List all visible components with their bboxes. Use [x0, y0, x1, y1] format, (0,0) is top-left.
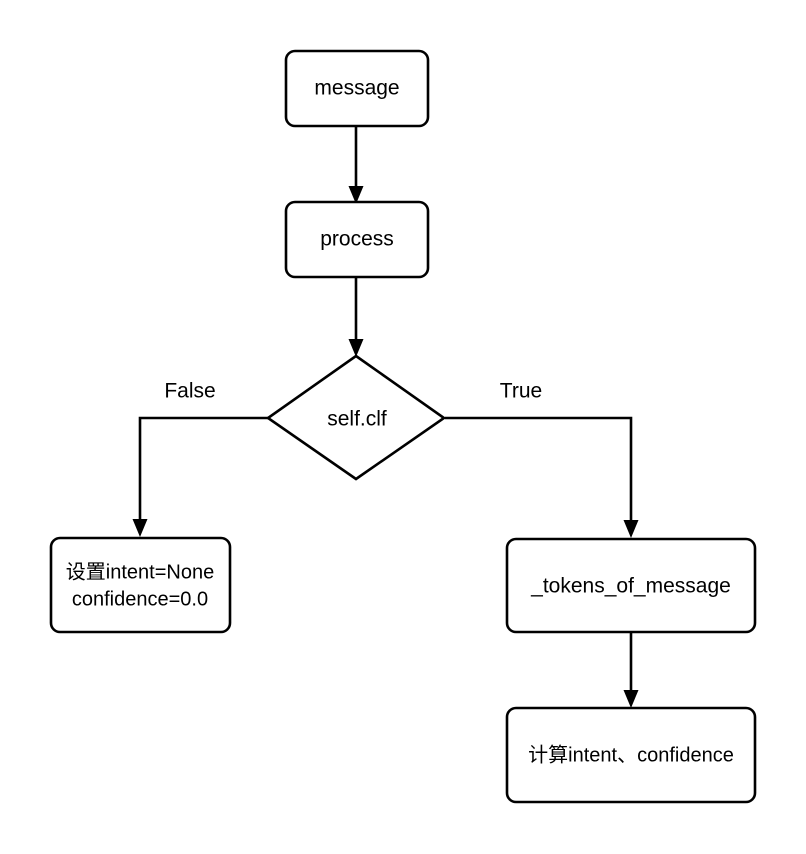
node-tokens-of-message-box[interactable] — [505, 537, 757, 634]
edge-label-false: False — [164, 380, 215, 403]
node-compute-intent-confidence-label: 计算intent、confidence — [528, 743, 734, 766]
node-decision[interactable]: self.clf — [265, 354, 447, 481]
node-set-intent-none-label-line1: 设置intent=None — [66, 560, 214, 583]
edge-decision-false-to-set-none — [132, 416, 268, 537]
edge-tokens-to-compute — [623, 632, 639, 708]
node-message-box[interactable] — [284, 49, 430, 128]
node-compute-intent-confidence[interactable]: 计算intent、confidence — [505, 706, 757, 804]
node-process-label: process — [320, 228, 394, 251]
node-decision-label: self.clf — [327, 408, 387, 431]
edge-label-true: True — [500, 380, 542, 403]
arrowhead-icon — [348, 186, 364, 204]
node-compute-intent-confidence-box[interactable] — [505, 706, 757, 804]
node-set-intent-none-box[interactable] — [49, 536, 232, 634]
arrowhead-icon — [623, 520, 639, 538]
node-message[interactable]: message — [284, 49, 430, 128]
node-process[interactable]: process — [284, 200, 430, 279]
edge-message-to-process — [348, 126, 364, 204]
edge-line — [445, 416, 633, 529]
edge-line — [138, 416, 268, 528]
arrowhead-icon — [623, 690, 639, 708]
node-tokens-of-message[interactable]: _tokens_of_message — [505, 537, 757, 634]
node-set-intent-none-label-line2: confidence=0.0 — [72, 588, 208, 610]
arrowhead-icon — [132, 519, 148, 537]
arrowhead-icon — [348, 339, 364, 357]
node-tokens-of-message-label: _tokens_of_message — [530, 575, 731, 598]
node-decision-diamond[interactable] — [265, 354, 447, 481]
edge-decision-true-to-tokens — [445, 416, 639, 538]
edge-process-to-decision — [348, 277, 364, 357]
node-message-label: message — [314, 77, 399, 100]
node-set-intent-none[interactable]: 设置intent=None confidence=0.0 — [49, 536, 232, 634]
node-process-box[interactable] — [284, 200, 430, 279]
